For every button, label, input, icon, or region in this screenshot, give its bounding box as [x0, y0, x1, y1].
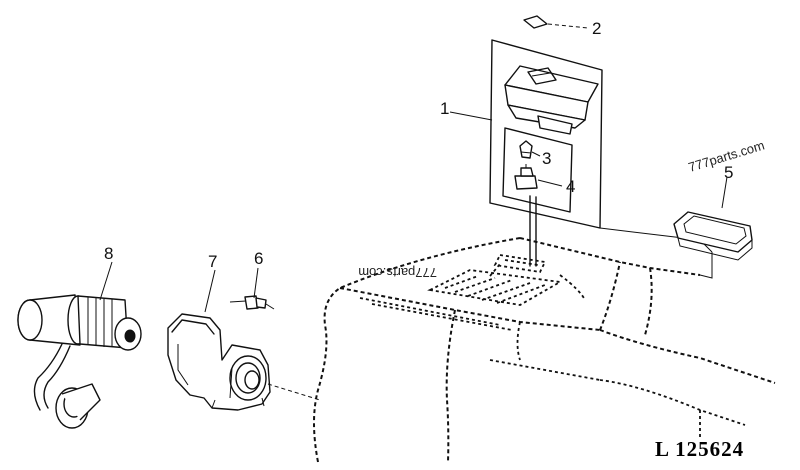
callout-4: 4: [566, 177, 575, 196]
watermark-mirrored: 777parts.com: [358, 265, 437, 280]
callout-8: 8: [104, 244, 113, 263]
callout-5: 5: [724, 163, 733, 182]
callout-1: 1: [440, 99, 449, 118]
callout-7: 7: [208, 252, 217, 271]
console-housing: [313, 237, 776, 463]
plug-with-cap-part: [17, 294, 142, 429]
callout-3: 3: [542, 149, 551, 168]
switch-panel: [489, 39, 713, 279]
socket-housing-part: [167, 313, 321, 411]
reference-code: L 125624: [655, 437, 744, 461]
plug-pin-part: [229, 295, 275, 310]
lens-part: [523, 15, 548, 29]
leader-lines: [99, 23, 728, 313]
callout-2: 2: [592, 19, 601, 38]
cover-part: [673, 211, 753, 261]
callout-6: 6: [254, 249, 263, 268]
